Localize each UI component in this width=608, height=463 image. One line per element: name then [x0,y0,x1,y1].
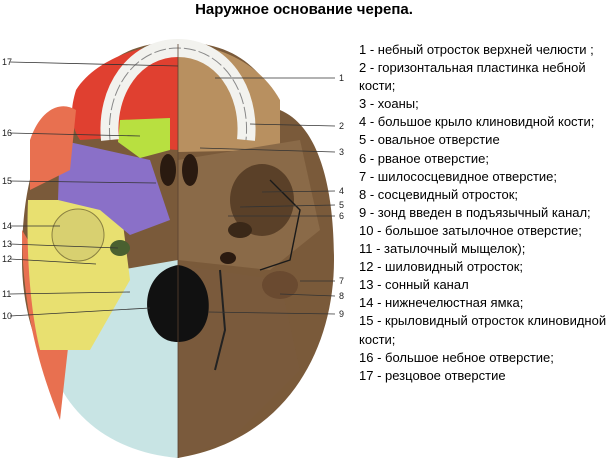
callout-label: 17 [2,57,12,67]
legend-item: 14 - нижнечелюстная ямка; [359,295,524,311]
sphenoid-bone-region [58,140,170,235]
legend-item: 5 - овальное отверстие [359,132,500,148]
callout-label: 8 [339,291,344,301]
callout-label: 6 [339,211,344,221]
callout-label: 16 [2,128,12,138]
legend-item: 4 - большое крыло клиновидной кости; [359,114,595,130]
callout-label: 7 [339,276,344,286]
callout-label: 11 [2,289,11,299]
legend-item: 17 - резцовое отверстие [359,367,506,383]
callout-label: 5 [339,200,344,210]
legend-item: 13 - сонный канал [359,277,469,293]
left-callouts: 17 16 15 14 13 12 11 10 [2,57,179,321]
callout-label: 2 [339,121,344,131]
legend-list: 1 - небный отросток верхней челюсти ; 2 … [359,41,607,385]
callout-label: 10 [2,311,12,321]
legend-item: 3 - хоаны; [359,96,419,112]
carotid-canal [110,240,130,256]
legend-item: 11 - затылочный мыщелок); [359,241,526,257]
legend-item: 8 - сосцевидный отросток; [359,186,519,202]
palatine-bone-region [118,118,170,158]
callout-label: 14 [2,221,12,231]
legend-item: 1 - небный отросток верхней челюсти ; [359,42,594,57]
right-callouts: 1 2 3 4 5 6 7 8 9 [199,73,344,319]
callout-label: 13 [2,239,12,249]
legend-item: 9 - зонд введен в подъязычный канал; [359,204,591,220]
callout-label: 3 [339,147,344,157]
legend-item: 6 - рваное отверстие; [359,150,489,166]
legend-item: 16 - большое небное отверстие; [359,349,554,365]
legend-item: 2 - горизонтальная пластинка небной кост… [359,60,586,94]
choanae [160,154,176,186]
callout-label: 4 [339,186,344,196]
skull-base-illustration: 17 16 15 14 13 12 11 10 1 2 3 4 5 6 7 8 … [2,38,344,458]
callout-label: 15 [2,176,12,186]
legend-item: 7 - шилососцевидное отверстие; [359,168,558,184]
callout-label: 1 [339,73,344,83]
legend-item: 10 - большое затылочное отверстие; [359,222,582,238]
callout-label: 9 [339,309,344,319]
page-title: Наружное основание черепа. [195,1,413,18]
legend-item: 15 - крыловидный отросток клиновидной ко… [359,313,607,347]
legend-item: 12 - шиловидный отросток; [359,259,524,275]
callout-label: 12 [2,254,12,264]
